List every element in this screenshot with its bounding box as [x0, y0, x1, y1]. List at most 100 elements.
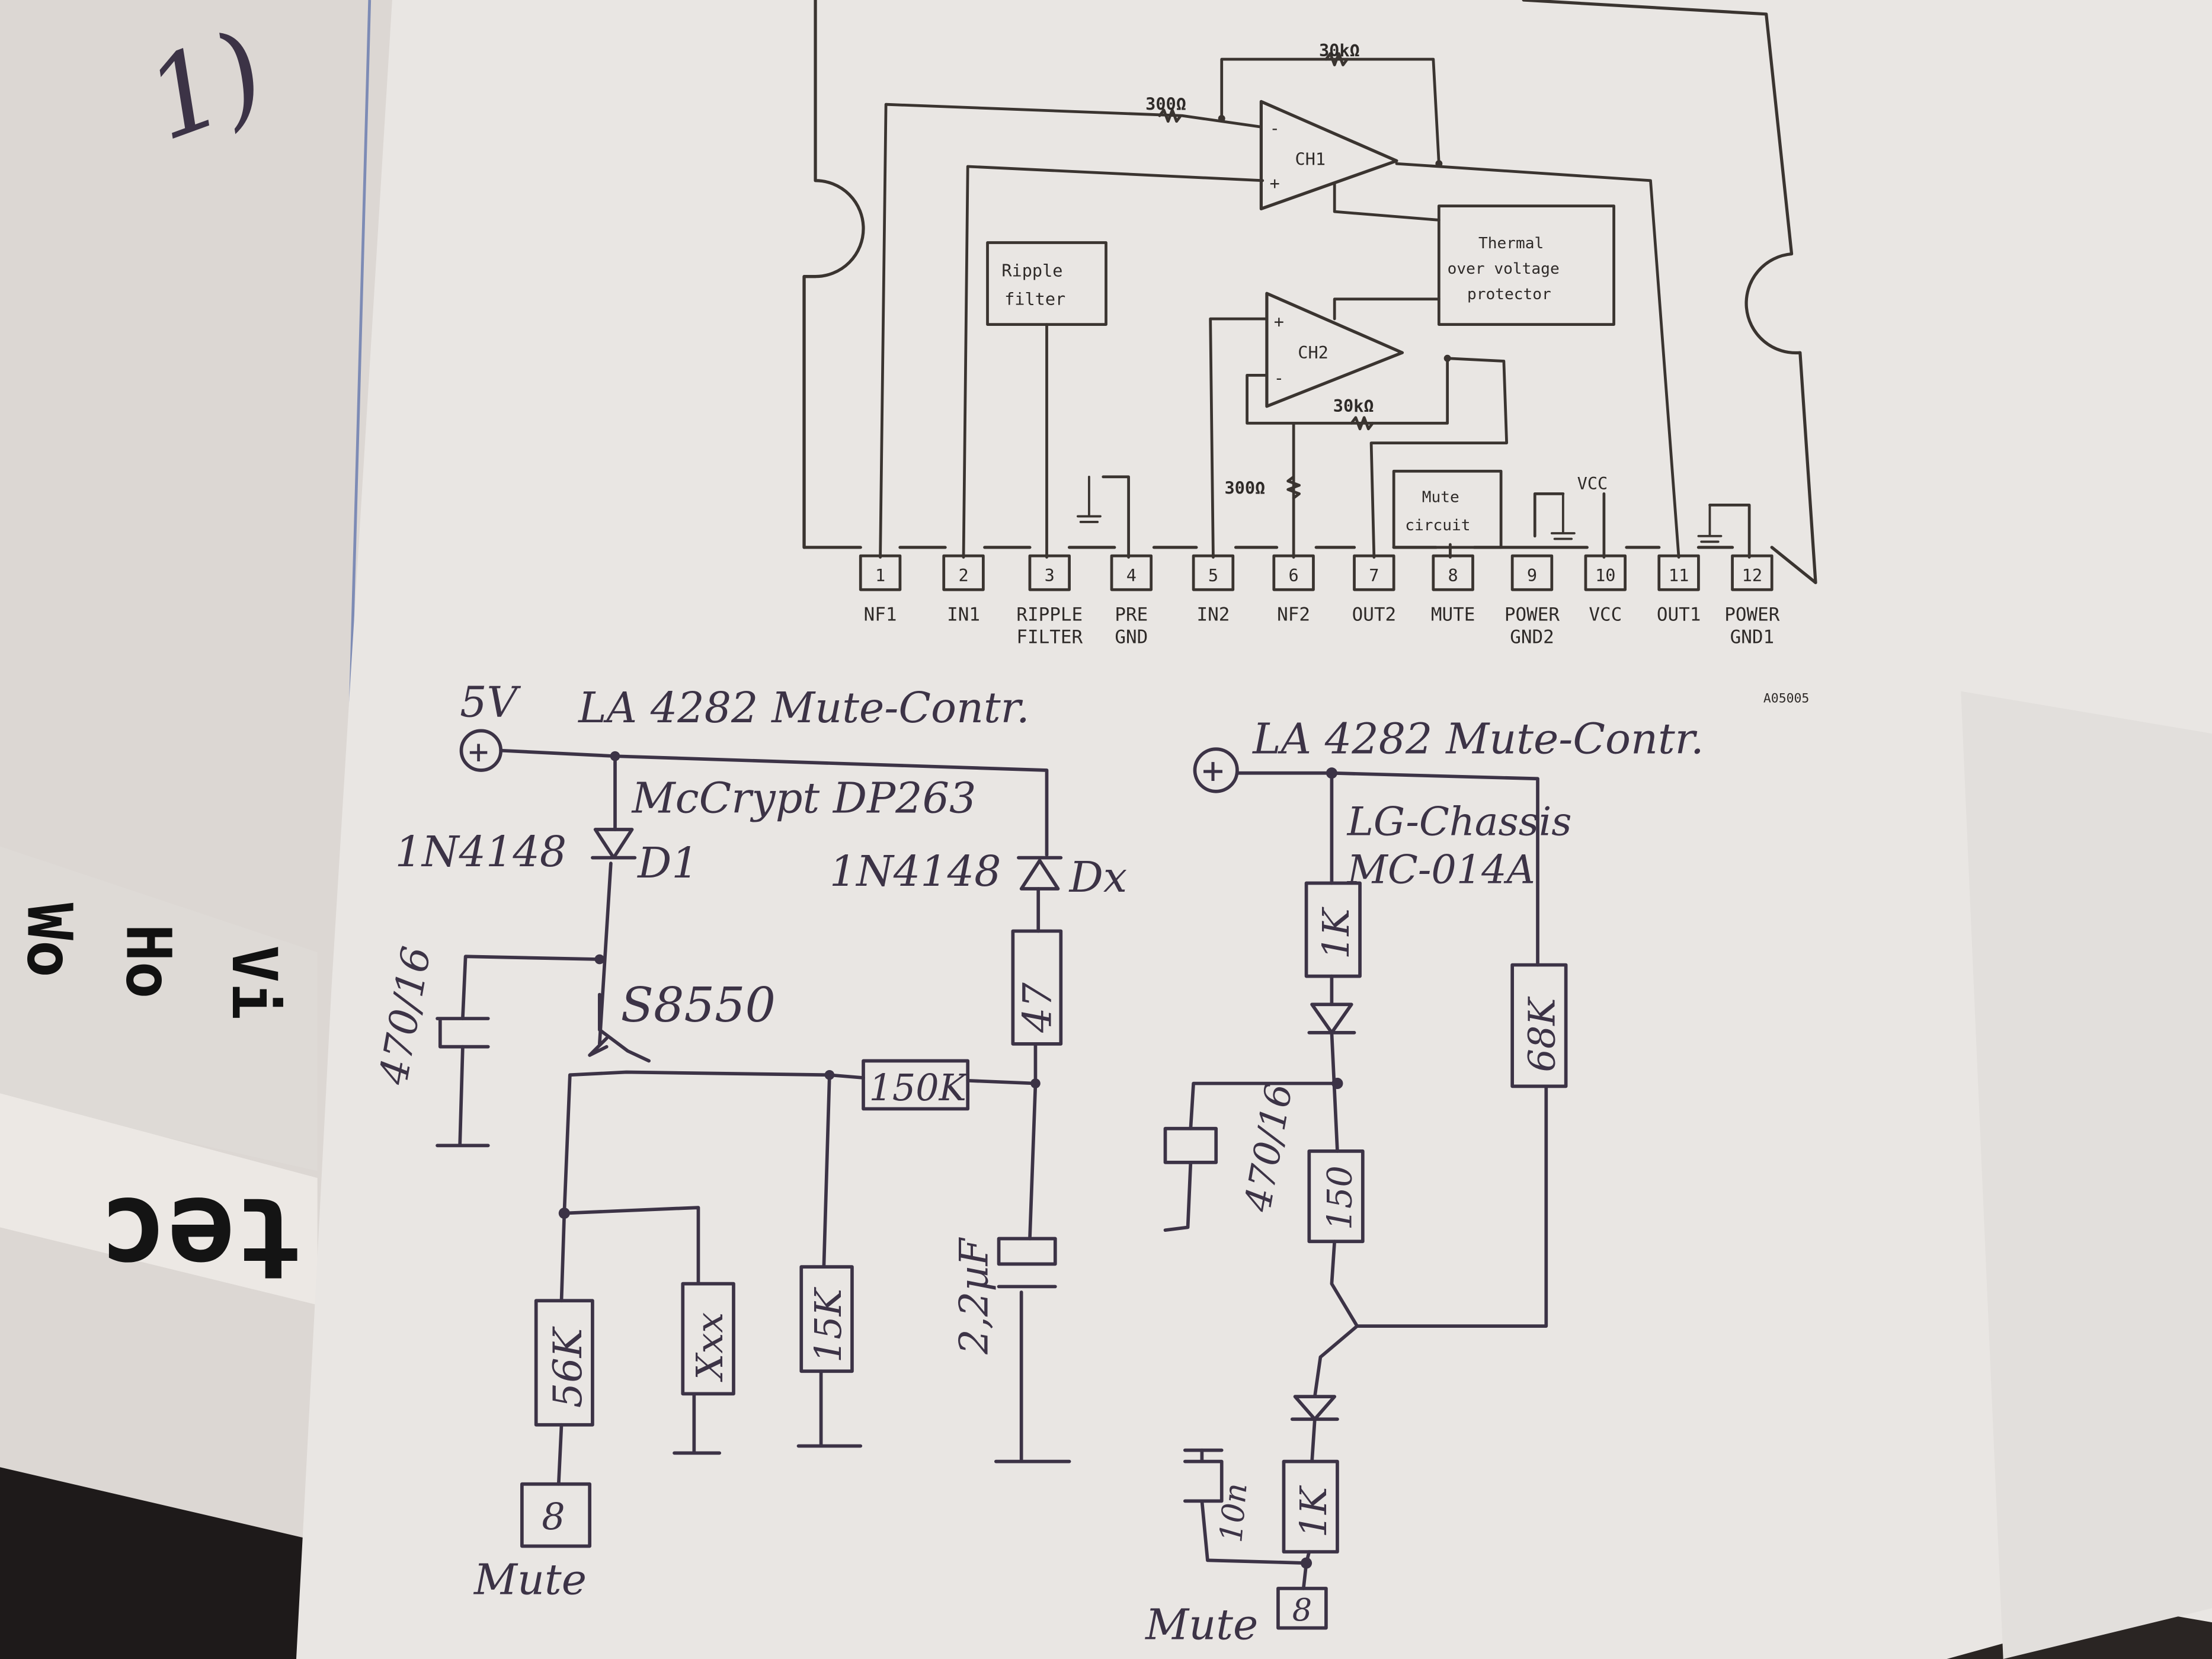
right-pin-8-label: 8: [1292, 1593, 1312, 1629]
pin-7-number: 7: [1369, 565, 1379, 585]
mute-circuit-block: [1392, 469, 1503, 549]
r-150-label: 150: [1321, 1165, 1360, 1230]
right-pin-8-box: [1276, 1587, 1328, 1630]
amp-ch2-minus: -: [1274, 368, 1284, 388]
r-in-ch2-symbol: [1286, 475, 1301, 499]
left-supply-label: 5V: [460, 678, 521, 727]
r-150k-body: [862, 1059, 970, 1111]
r-47-body: [1011, 929, 1063, 1046]
dark-stripe: [0, 1093, 318, 1305]
pin-6-name: NF2: [1277, 604, 1310, 626]
vcc-label: VCC: [1577, 473, 1608, 494]
r-56k-label: 56K: [545, 1325, 591, 1408]
ic-block-diagram: 1NF12IN13RIPPLEFILTER4PREGND5IN26NF27OUT…: [802, 0, 1817, 706]
r-in-ch2-label: 300Ω: [1224, 478, 1265, 498]
cap-10n-label: 10n: [1213, 1482, 1254, 1544]
ripple-filter-label-2: filter: [1004, 289, 1065, 309]
pin-9-name: POWER: [1504, 604, 1560, 626]
r-xxx-label: Xxx: [689, 1312, 731, 1382]
pin-2-name: IN1: [947, 604, 980, 626]
right-diode-top-symbol: [1307, 1003, 1356, 1035]
pin-12-number: 12: [1742, 565, 1762, 585]
r-xxx-body: [681, 1282, 735, 1396]
pin-3-box: [1028, 554, 1071, 591]
right-wires: [1163, 771, 1548, 1590]
scrap-text-vi: Vi: [218, 945, 290, 1020]
left-pin-8-box: [520, 1482, 592, 1548]
amp-ch1-plus: +: [1270, 173, 1280, 193]
pin-8-box: [1432, 554, 1474, 591]
d1-ref: D1: [636, 838, 699, 888]
bottom-dark-corner: [0, 1467, 303, 1659]
dx-part: 1N4148: [830, 847, 1001, 896]
r-56k-body: [534, 1299, 594, 1427]
amp-ch1-minus: -: [1270, 118, 1280, 138]
thermal-protector-label-3: protector: [1467, 286, 1551, 303]
left-title: LA 4282 Mute-Contr.: [577, 683, 1030, 732]
left-device-label: McCrypt DP263: [631, 773, 977, 822]
right-plus-sign: +: [1202, 749, 1224, 792]
pin-4-name-line-2: GND: [1115, 627, 1148, 648]
cap-22-label: 2,2µF: [951, 1237, 997, 1354]
amp-ch1-symbol: [1259, 100, 1398, 210]
left-plus-sign: +: [468, 732, 488, 771]
pin-9-name-line-2: GND2: [1510, 627, 1554, 648]
pin-12-name-line-2: GND1: [1730, 627, 1775, 648]
r-in-ch1-label: 300Ω: [1145, 94, 1186, 114]
pin-11-name: OUT1: [1657, 604, 1701, 626]
background-scraps: Wo Ho Vi tec: [0, 0, 398, 1659]
cap-22-symbol: [997, 1237, 1057, 1289]
doc-code: A05005: [1763, 691, 1809, 706]
pin-12-box: [1731, 554, 1774, 591]
left-wires: [436, 748, 1071, 1486]
r-1k-bottom-body: [1282, 1459, 1339, 1554]
right-title: LA 4282 Mute-Contr.: [1251, 714, 1704, 763]
right-plus-terminal: [1193, 747, 1239, 793]
cap-470-right-symbol: [1163, 1126, 1218, 1164]
pin-10-number: 10: [1595, 565, 1615, 585]
r-1k-top-label: 1K: [1315, 907, 1358, 959]
scrap-text-tec: tec: [100, 1173, 303, 1304]
scrap-text-wo: Wo: [14, 903, 86, 978]
ground-gnd1-symbol: [1697, 504, 1723, 543]
thermal-protector-label-1: Thermal: [1478, 235, 1544, 252]
right-diode-bottom-symbol: [1290, 1395, 1339, 1421]
mute-circuit-label-1: Mute: [1422, 489, 1459, 507]
r-in-ch1-symbol: [1158, 108, 1183, 123]
thermal-protector-block: [1437, 204, 1615, 326]
pin-4-name: PRE: [1115, 604, 1148, 626]
pin-3-number: 3: [1045, 565, 1055, 585]
right-device-line-1: LG-Chassis: [1346, 799, 1572, 845]
pin-5-name: IN2: [1196, 604, 1230, 626]
ground-pre-symbol: [1076, 475, 1102, 523]
pin-9-number: 9: [1527, 565, 1537, 585]
pin-3-name-line-2: FILTER: [1016, 627, 1083, 648]
pin-12-name: POWER: [1724, 604, 1779, 626]
pin-5-number: 5: [1208, 565, 1218, 585]
thermal-protector-label-2: over voltage: [1448, 260, 1560, 278]
right-mute-label: Mute: [1144, 1600, 1258, 1650]
pin-1-name: NF1: [864, 604, 897, 626]
mute-circuit-label-2: circuit: [1405, 517, 1470, 534]
d1-symbol: [591, 828, 637, 860]
dx-symbol: [1017, 856, 1063, 891]
r-15k-body: [799, 1265, 854, 1373]
r-1k-bottom-label: 1K: [1292, 1485, 1335, 1538]
r-fb-ch1-symbol: [1324, 52, 1349, 66]
ground-gnd2-symbol: [1550, 492, 1576, 540]
ic-pins: 1NF12IN13RIPPLEFILTER4PREGND5IN26NF27OUT…: [859, 554, 1780, 648]
r-fb-ch2-label: 30kΩ: [1333, 396, 1374, 416]
cap-10n-symbol: [1183, 1448, 1224, 1503]
dx-ref: Dx: [1068, 853, 1128, 902]
r-68k-label: 68K: [1521, 996, 1564, 1072]
r-1k-top-body: [1304, 881, 1362, 978]
scrap-text-ho: Ho: [112, 924, 184, 999]
d1-part: 1N4148: [395, 827, 567, 876]
paper-right-shadow: [1961, 691, 2212, 1659]
amp-ch2-label: CH2: [1298, 342, 1329, 363]
main-paper: [296, 0, 2212, 1659]
amp-ch1-label: CH1: [1295, 149, 1326, 169]
left-pin-8-label: 8: [542, 1495, 565, 1538]
r-15k-label: 15K: [807, 1286, 850, 1363]
pin-4-box: [1110, 554, 1153, 591]
